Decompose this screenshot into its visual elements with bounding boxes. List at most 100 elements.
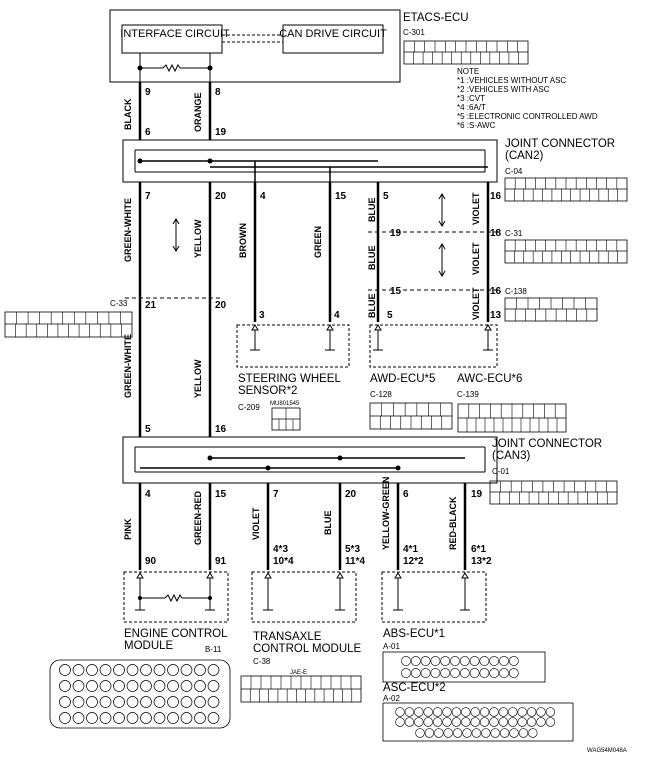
b11-pin [99, 712, 112, 724]
wire-blue-1: BLUE [367, 198, 377, 223]
b11-pin [194, 696, 206, 708]
pin-label: 5 [383, 191, 389, 202]
note-line-2: *2 :VEHICLES WITH ASC [457, 85, 550, 94]
ecu-pin [451, 707, 462, 717]
ecu-pin [479, 668, 490, 678]
ecu-pin [414, 717, 424, 727]
b11-pin [113, 664, 125, 676]
wire-green: GREEN [313, 226, 323, 258]
awc-connector: C-139 [457, 390, 479, 399]
ecu-pin [450, 656, 460, 666]
ecu-pin [415, 728, 425, 738]
asc-connector: A-02 [383, 694, 400, 703]
b11-pin [153, 680, 166, 692]
b11-pin [99, 680, 112, 692]
ecu-pin [509, 728, 519, 738]
b11-pin [153, 712, 166, 724]
interface-circuit-box [121, 24, 223, 54]
steering-connector: C-209 [238, 403, 260, 412]
b11-pin [59, 696, 71, 708]
wire-blue-3: BLUE [367, 294, 377, 319]
b11-pin [194, 664, 206, 676]
ecu-pin [498, 707, 509, 717]
ecu-pin [470, 717, 480, 727]
pin-label: 12*2 [403, 556, 424, 567]
ecu-pin [479, 707, 490, 717]
etacs-ecu-box [109, 9, 401, 83]
etacs-connector: C-301 [403, 28, 425, 37]
ecu-pin [401, 668, 411, 678]
pin-label: 20 [215, 300, 227, 311]
ecu-pin [404, 707, 415, 717]
wire-violet-2: VIOLET [471, 242, 481, 275]
pin-label: 11*4 [345, 556, 365, 567]
ecu-pin [423, 717, 433, 727]
wire-orange: ORANGE [193, 92, 203, 132]
ecu-pin [508, 656, 519, 666]
pin-label: 6 [403, 489, 409, 500]
b11-pin [59, 712, 71, 724]
b11-pin [153, 696, 166, 708]
pin-label: 15 [335, 191, 347, 202]
ecu-pin [470, 707, 480, 717]
ecu-pin [536, 707, 546, 717]
c138-connector: C-138 [505, 287, 527, 296]
ecu-pin [545, 707, 556, 717]
note-line-5: *5 :ELECTRONIC CONTROLLED AWD [457, 112, 598, 121]
pin-label: 16 [490, 191, 502, 202]
ecu-pin [414, 707, 424, 717]
ecu-pin [401, 656, 411, 666]
b11-pin [194, 712, 206, 724]
ecu-pin [536, 717, 546, 727]
ecu-pin [462, 728, 472, 738]
pin-label: 4 [334, 310, 340, 321]
interface-circuit-label: INTERFACE CIRCUIT [120, 28, 230, 40]
ecu-pin [459, 656, 470, 666]
ecu-pin [499, 656, 509, 666]
b11-pin [113, 696, 125, 708]
pin-label: 91 [215, 556, 227, 567]
pin-label: 20 [345, 489, 357, 500]
engine-title-2: MODULE [124, 640, 174, 652]
b11-pin [180, 664, 193, 676]
pin-label: 15 [390, 286, 402, 297]
figure-code: WAG54M048A [587, 748, 627, 754]
ecu-pin [404, 717, 415, 727]
steering-title-2: SENSOR*2 [238, 385, 297, 397]
wire-blue-4: BLUE [323, 511, 333, 536]
b11-pin [99, 696, 112, 708]
awd-title: AWD-ECU*5 [370, 373, 435, 385]
wire-green-red: GREEN-RED [193, 490, 203, 545]
wire-violet-4: VIOLET [251, 507, 261, 540]
ecu-pin [459, 668, 470, 678]
pin-label: 18 [490, 228, 502, 239]
awd-awc-ecu-box [369, 324, 498, 368]
pin-label: 3 [259, 310, 265, 321]
b11-pin [140, 680, 152, 692]
b11-pin [126, 664, 139, 676]
can2-title-1: JOINT CONNECTOR [505, 138, 615, 150]
b11-pin [99, 664, 112, 676]
can2-title-2: (CAN2) [505, 150, 544, 162]
pin-label: 13*2 [471, 556, 492, 567]
b11-pin [86, 696, 98, 708]
ecu-pin [430, 668, 441, 678]
can3-connector: C-01 [492, 467, 510, 476]
b11-pin [180, 712, 193, 724]
wire-green-white-2: GREEN-WHITE [123, 334, 133, 398]
awd-connector: C-128 [370, 390, 392, 399]
can2-joint-box [122, 139, 498, 183]
b11-pin [126, 696, 139, 708]
b11-pin [113, 712, 125, 724]
ecu-pin [424, 728, 435, 738]
ecu-pin [490, 728, 500, 738]
pin-label: 10*4 [273, 556, 294, 567]
ecu-pin [420, 668, 431, 678]
pin-label: 5*3 [345, 544, 360, 555]
pin-label: 4*1 [403, 544, 418, 555]
b11-pin [167, 664, 179, 676]
pin-label: 90 [145, 556, 157, 567]
ecu-pin [508, 707, 518, 717]
pin-label: 4 [145, 489, 151, 500]
steering-code: MU801545 [270, 401, 300, 407]
